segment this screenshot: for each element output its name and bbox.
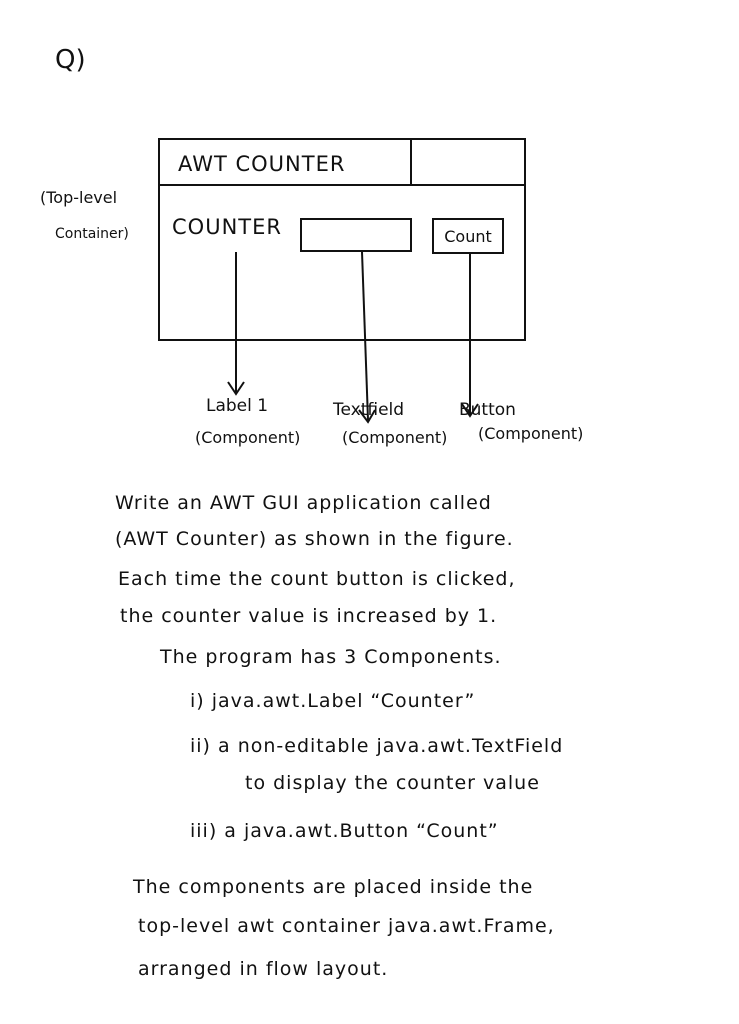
label-arrow-head (227, 381, 245, 396)
textfield-arrow-head (358, 409, 376, 424)
counter-textfield (300, 218, 412, 252)
list-item-2-continued: to display the counter value (245, 772, 540, 794)
paragraph2-line3: arranged in flow layout. (138, 958, 389, 980)
list-item-3: iii) a java.awt.Button “Count” (190, 820, 499, 842)
container-annotation: Container) (55, 226, 129, 242)
component-label-kind: (Component) (195, 428, 301, 447)
program-intro: The program has 3 Components. (160, 646, 502, 668)
counter-label: COUNTER (172, 215, 282, 239)
list-item-2: ii) a non-editable java.awt.TextField (190, 735, 564, 757)
frame-title: AWT COUNTER (178, 152, 346, 176)
textfield-arrow-line (361, 251, 369, 421)
paragraph2-line1: The components are placed inside the (133, 876, 534, 898)
paragraph1-line4: the counter value is increased by 1. (120, 605, 498, 627)
component-label-name: Label 1 (206, 396, 269, 416)
top-level-annotation: (Top-level (40, 188, 118, 207)
component-textfield-kind: (Component) (342, 428, 448, 447)
frame-title-bar: AWT COUNTER (160, 140, 524, 186)
awt-frame: AWT COUNTER COUNTER Count (158, 138, 526, 341)
paragraph1-line2: (AWT Counter) as shown in the figure. (115, 528, 514, 550)
paragraph1-line3: Each time the count button is clicked, (118, 568, 516, 590)
question-marker: Q) (55, 45, 86, 75)
list-item-1: i) java.awt.Label “Counter” (190, 690, 476, 712)
component-button-name: Button (459, 400, 516, 420)
component-textfield-name: Textfield (333, 400, 405, 420)
paragraph2-line2: top-level awt container java.awt.Frame, (138, 915, 555, 937)
button-arrow-head (461, 403, 479, 418)
title-bar-divider (410, 140, 412, 186)
paragraph1-line1: Write an AWT GUI application called (115, 492, 492, 514)
component-button-kind: (Component) (478, 424, 584, 443)
count-button[interactable]: Count (432, 218, 504, 254)
